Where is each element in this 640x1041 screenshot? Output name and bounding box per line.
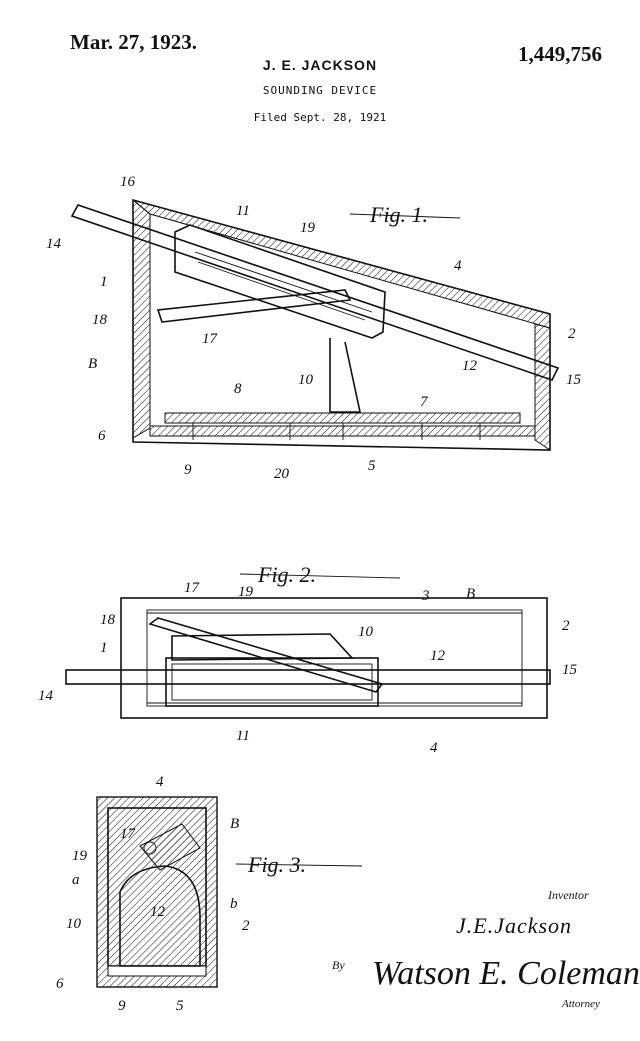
fig1-slide-block <box>174 224 386 339</box>
fig1-ref-9: 9 <box>184 462 192 478</box>
fig1-ref-11: 11 <box>236 203 250 219</box>
fig2-ref-12: 12 <box>430 648 446 664</box>
fig1-bottom-wall <box>149 425 536 437</box>
fig2-upper-block <box>171 633 354 661</box>
fig2-ref-14: 14 <box>38 688 54 704</box>
fig1-support <box>329 338 361 413</box>
fig1-ref-14: 14 <box>46 236 62 252</box>
fig3-wedge <box>139 823 201 871</box>
fig3-ref-9: 9 <box>118 998 126 1014</box>
fig2-rod <box>65 669 551 685</box>
fig2-housing-outline <box>120 597 548 719</box>
fig3-ref-a: a <box>72 872 80 888</box>
fig2-ref-3: 3 <box>421 588 430 604</box>
patent-title: SOUNDING DEVICE <box>262 84 378 97</box>
fig1-right-wall <box>534 323 551 451</box>
fig3-ref-5: 5 <box>176 998 184 1014</box>
fig1-ref-19: 19 <box>300 220 316 236</box>
attorney-signature: Watson E. Coleman <box>372 955 640 992</box>
fig1-ref-12: 12 <box>462 358 478 374</box>
fig1-ref-7: 7 <box>420 394 429 410</box>
fig2-ref-B: B <box>466 586 475 602</box>
fig3-ref-17: 17 <box>120 826 137 842</box>
fig3-ref-19: 19 <box>72 848 88 864</box>
fig1-ref-8: 8 <box>234 381 242 397</box>
inventor-name: J. E. JACKSON <box>262 57 378 73</box>
fig1-rod <box>70 204 560 381</box>
fig2-ref-1: 1 <box>100 640 108 656</box>
inventor-signature: J.E.Jackson <box>456 913 573 938</box>
fig1-ref-1: 1 <box>100 274 108 290</box>
fig1-ref-16: 16 <box>120 174 136 190</box>
fig1-ref-6: 6 <box>98 428 106 444</box>
fig2-slide-block <box>165 657 379 707</box>
fig2-ref-2: 2 <box>562 618 570 634</box>
fig3-housing-outline <box>96 796 218 988</box>
fig2-ref-11: 11 <box>236 728 250 744</box>
fig1-left-wall <box>132 198 151 439</box>
fig2-ref-18: 18 <box>100 612 116 628</box>
fig1-ref-5: 5 <box>368 458 376 474</box>
fig3-ref-10: 10 <box>66 916 82 932</box>
fig3-ref-12: 12 <box>150 904 166 920</box>
fig3-ref-b: b <box>230 896 238 912</box>
fig1-label: Fig. 1. <box>369 202 428 227</box>
fig1-ref-18: 18 <box>92 312 108 328</box>
fig2-ref-10: 10 <box>358 624 374 640</box>
fig1-floor-plate <box>164 412 521 424</box>
filed-date: Filed Sept. 28, 1921 <box>253 111 387 124</box>
fig3-ref-2: 2 <box>242 918 250 934</box>
patent-date: Mar. 27, 1923. <box>70 30 197 54</box>
fig3-ref-B: B <box>230 816 239 832</box>
fig2-ref-15: 15 <box>562 662 578 678</box>
attorney-label: Attorney <box>562 998 600 1010</box>
fig2-ref-17: 17 <box>184 580 201 596</box>
fig1-ref-15: 15 <box>566 372 582 388</box>
figure-2: Fig. 2. 17 19 3 B 18 10 2 1 12 15 14 11 … <box>38 562 578 756</box>
fig1-ref-10: 10 <box>298 372 314 388</box>
fig2-ref-19: 19 <box>238 584 254 600</box>
fig1-arm <box>156 289 352 323</box>
figure-3: Fig. 3. 4 B 17 19 a 12 b 10 2 6 9 5 <box>56 774 363 1014</box>
inventor-label: Inventor <box>548 888 589 902</box>
figure-1: Fig. 1. 16 11 19 4 14 1 2 18 17 12 15 B … <box>46 174 582 482</box>
fig2-arm <box>148 617 384 693</box>
fig1-ref-17: 17 <box>202 331 219 347</box>
patent-number: 1,449,756 <box>518 42 602 66</box>
by-label: By <box>332 958 345 972</box>
fig3-ref-6: 6 <box>56 976 64 992</box>
fig1-ref-20: 20 <box>274 466 290 482</box>
fig1-ref-B: B <box>88 356 97 372</box>
fig1-ref-4: 4 <box>454 258 462 274</box>
fig2-ref-4: 4 <box>430 740 438 756</box>
fig3-ref-4: 4 <box>156 774 164 790</box>
fig1-ref-2: 2 <box>568 326 576 342</box>
